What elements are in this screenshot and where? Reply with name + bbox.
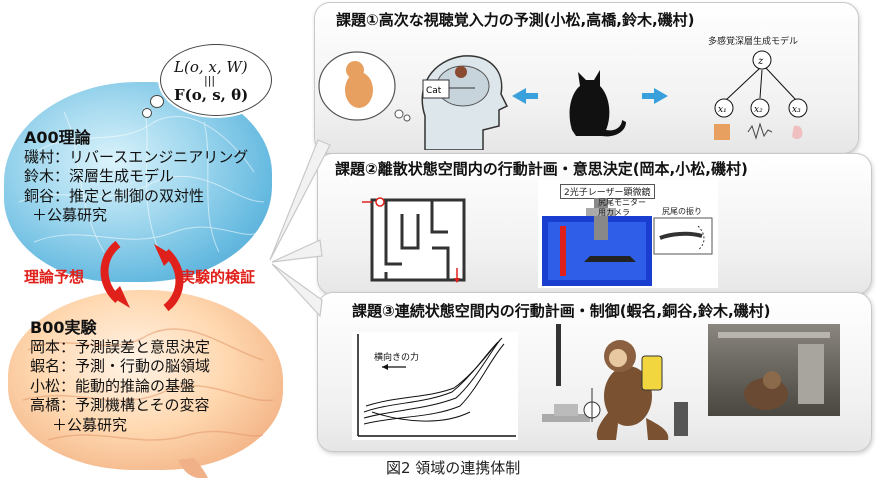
task1-title: 課題①高次な視聴覚入力の予測(小松,高橋,鈴木,磯村)	[336, 11, 695, 29]
equation-line3: F(o, s, θ)	[174, 86, 249, 104]
a00-line: ＋公募研究	[32, 206, 108, 224]
b00-line: 小松：能動的推論の基盤	[30, 376, 196, 395]
node-x3: x₃	[792, 105, 801, 115]
multisensory-model-label: 多感覚深層生成モデル	[708, 37, 799, 47]
a00-heading: A00理論	[24, 128, 91, 147]
a00-line: 銅谷：推定と制御の双対性	[24, 186, 205, 205]
theory-brain	[4, 82, 272, 282]
node-x1: x₁	[718, 105, 727, 115]
experiment-brain-texture	[22, 328, 274, 478]
head-thought-illustration: Cat	[318, 51, 509, 150]
task3-title: 課題③連続状態空間内の行動計画・制御(蝦名,銅谷,鈴木,磯村)	[352, 302, 771, 320]
tail-camera-label: 尻尾モニター用カメラ	[598, 198, 650, 218]
b00-line: 高橋：予測機構とその変容	[30, 396, 210, 414]
b00-heading: B00実験	[30, 318, 97, 337]
tail-camera-text: 尻尾モニター用カメラ	[598, 198, 646, 217]
generative-model-graph: z x₁ x₂ x₃	[714, 50, 808, 140]
cat-word-label: Cat	[426, 86, 442, 96]
task2-title: 課題②離散状態空間内の行動計画・意思決定(岡本,小松,磯村)	[335, 160, 748, 178]
theory-brain-texture	[18, 106, 265, 263]
force-arrow	[382, 364, 406, 370]
node-x2: x₂	[754, 105, 763, 115]
cat-silhouette-illustration	[512, 70, 668, 137]
a00-line: 鈴木：深層生成モデル	[24, 167, 175, 185]
bubble-dot-medium	[150, 95, 164, 108]
cycle-arrows	[100, 240, 184, 312]
b00-block: B00実験 岡本：予測誤差と意思決定 蝦名：予測・行動の脳領域 小松：能動的推論…	[30, 318, 210, 435]
node-z: z	[757, 56, 764, 67]
monkey-photo-detail	[718, 332, 830, 410]
b00-line: 蝦名：予測・行動の脳領域	[30, 357, 211, 375]
tail-swing-label: 尻尾の振り	[662, 207, 702, 216]
force-trajectory-plot	[352, 332, 518, 440]
equation-bubble	[160, 44, 272, 116]
a00-block: A00理論 磯村：リバースエンジニアリング 鈴木：深層生成モデル 銅谷：推定と制…	[24, 128, 248, 226]
equation-equiv: |||	[204, 74, 216, 87]
experimental-verification-label: 実験的検証	[180, 268, 256, 286]
monkey-task-illustration	[542, 324, 688, 440]
maze-illustration	[362, 197, 466, 283]
force-label: 横向きの力	[374, 353, 420, 363]
a00-line: 磯村：リバースエンジニアリング	[24, 147, 249, 166]
figure-caption: 図2 領域の連携体制	[386, 459, 521, 477]
theory-prediction-label: 理論予想	[24, 268, 85, 286]
equation-line1: L(o, x, W)	[174, 58, 248, 76]
b00-line: ＋公募研究	[52, 415, 128, 434]
callout-wedges	[269, 139, 331, 318]
b00-line: 岡本：予測誤差と意思決定	[30, 337, 211, 356]
microscope-scene	[542, 198, 713, 286]
bubble-dot-small	[142, 108, 152, 118]
